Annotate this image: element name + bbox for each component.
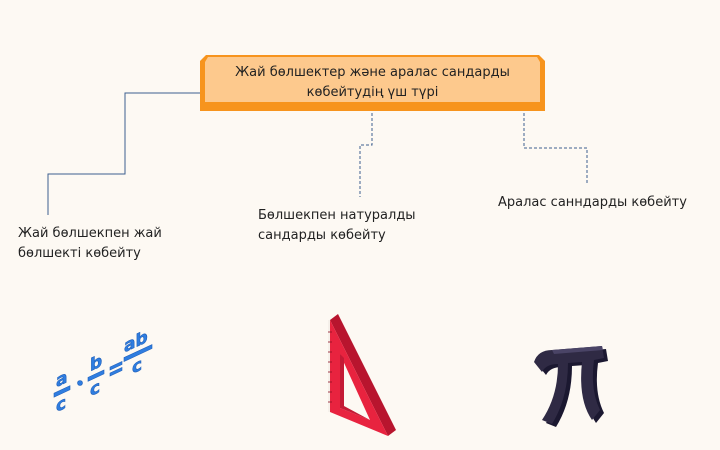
svg-text:b: b	[90, 351, 102, 377]
connector-left	[47, 92, 203, 215]
branch-label-fraction-by-fraction: Жай бөлшекпен жай бөлшекті көбейту	[18, 224, 188, 264]
connector-middle	[359, 108, 373, 197]
fraction-multiplication-icon: a c b c ab c	[53, 326, 153, 417]
branch-label-fraction-by-natural: Бөлшекпен натуралды сандарды көбейту	[258, 206, 438, 246]
branch-label-line-1: Бөлшекпен натуралды	[258, 208, 416, 223]
branch-label-line-1: Аралас санндарды көбейту	[498, 195, 687, 210]
svg-text:c: c	[56, 392, 66, 417]
branch-label-mixed-numbers: Аралас санндарды көбейту	[498, 193, 698, 213]
branch-label-line-2: бөлшекті көбейту	[18, 246, 141, 261]
title-text: Жай бөлшектер және аралас сандарды көбей…	[200, 55, 545, 111]
title-box-shape	[200, 55, 545, 111]
connector-right	[523, 108, 588, 185]
svg-text:a: a	[56, 367, 67, 392]
title-box: Жай бөлшектер және аралас сандарды көбей…	[200, 55, 545, 111]
branch-label-line-2: сандарды көбейту	[258, 228, 386, 243]
pi-symbol-icon	[534, 346, 608, 427]
triangle-ruler-icon	[328, 314, 396, 436]
svg-text:c: c	[132, 354, 142, 379]
title-line-1: Жай бөлшектер және аралас сандарды	[235, 65, 510, 80]
svg-text:c: c	[90, 377, 100, 402]
title-line-2: көбейтудің үш түрі	[306, 85, 439, 100]
branch-label-line-1: Жай бөлшекпен жай	[18, 226, 162, 241]
